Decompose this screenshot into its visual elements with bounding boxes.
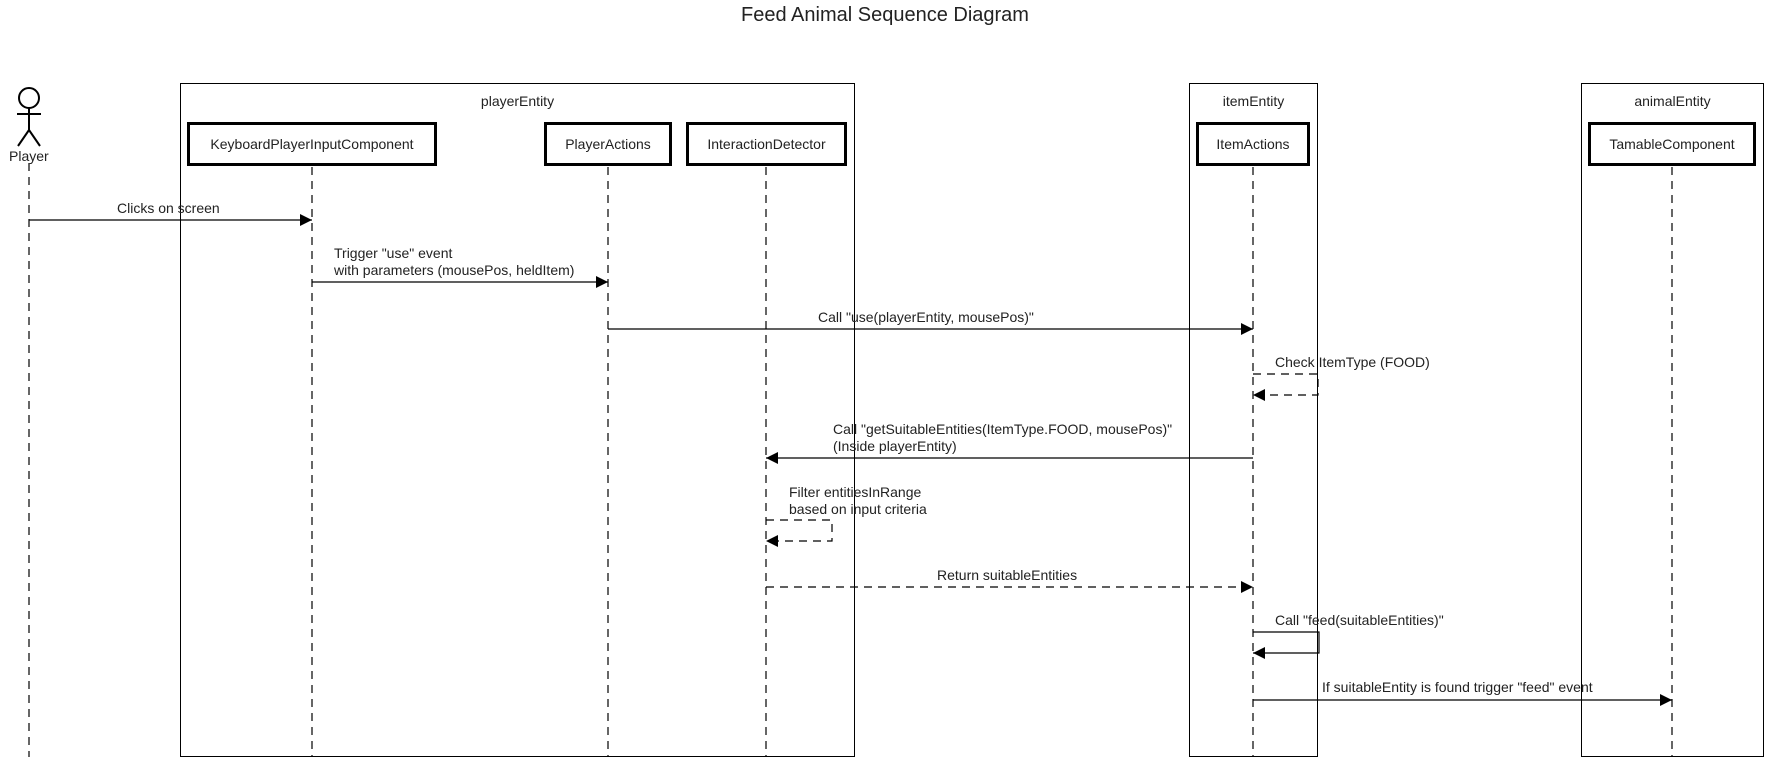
message-label-line: (Inside playerEntity)	[833, 438, 957, 454]
participant-item-actions: ItemActions	[1196, 122, 1310, 166]
actor-label-player: Player	[9, 148, 49, 164]
group-label: playerEntity	[480, 93, 555, 109]
message-label: Call "feed(suitableEntities)"	[1275, 612, 1444, 629]
message-label-line: Trigger "use" event	[334, 245, 453, 261]
message-arrow-m4	[1253, 373, 1319, 401]
group-label: animalEntity	[1634, 93, 1711, 109]
message-label: Call "use(playerEntity, mousePos)"	[818, 309, 1034, 326]
message-label-line: Call "getSuitableEntities(ItemType.FOOD,…	[833, 421, 1173, 437]
message-label-line: Return suitableEntities	[937, 567, 1078, 583]
message-label-line: Filter entitiesInRange	[789, 484, 922, 500]
participant-tamable-component: TamableComponent	[1588, 122, 1756, 166]
message-label: Trigger "use" event with parameters (mou…	[334, 245, 574, 279]
message-arrow-m8	[1253, 631, 1320, 659]
actor-stick-figure	[17, 87, 41, 147]
message-label-line: with parameters (mousePos, heldItem)	[334, 262, 575, 278]
group-player-entity: playerEntity	[180, 83, 855, 757]
group-label: itemEntity	[1222, 93, 1285, 109]
message-label: Filter entitiesInRange based on input cr…	[789, 484, 927, 518]
message-label-line: Clicks on screen	[117, 200, 220, 216]
message-label: Call "getSuitableEntities(ItemType.FOOD,…	[833, 421, 1172, 455]
message-label-line: based on input criteria	[789, 501, 927, 517]
message-label-line: Call "use(playerEntity, mousePos)"	[818, 309, 1034, 325]
participant-player-actions: PlayerActions	[544, 122, 672, 166]
message-label-line: Check ItemType (FOOD)	[1275, 354, 1430, 370]
message-label-line: If suitableEntity is found trigger "feed…	[1322, 679, 1593, 695]
message-label: Clicks on screen	[117, 200, 220, 217]
message-label: Return suitableEntities	[937, 567, 1077, 584]
message-label: Check ItemType (FOOD)	[1275, 354, 1430, 371]
diagram-title: Feed Animal Sequence Diagram	[741, 4, 1029, 26]
message-arrow-m6	[766, 519, 833, 547]
message-label: If suitableEntity is found trigger "feed…	[1322, 679, 1593, 696]
message-label-line: Call "feed(suitableEntities)"	[1275, 612, 1444, 628]
participant-keyboard-player-input-component: KeyboardPlayerInputComponent	[187, 122, 437, 166]
participant-interaction-detector: InteractionDetector	[686, 122, 847, 166]
